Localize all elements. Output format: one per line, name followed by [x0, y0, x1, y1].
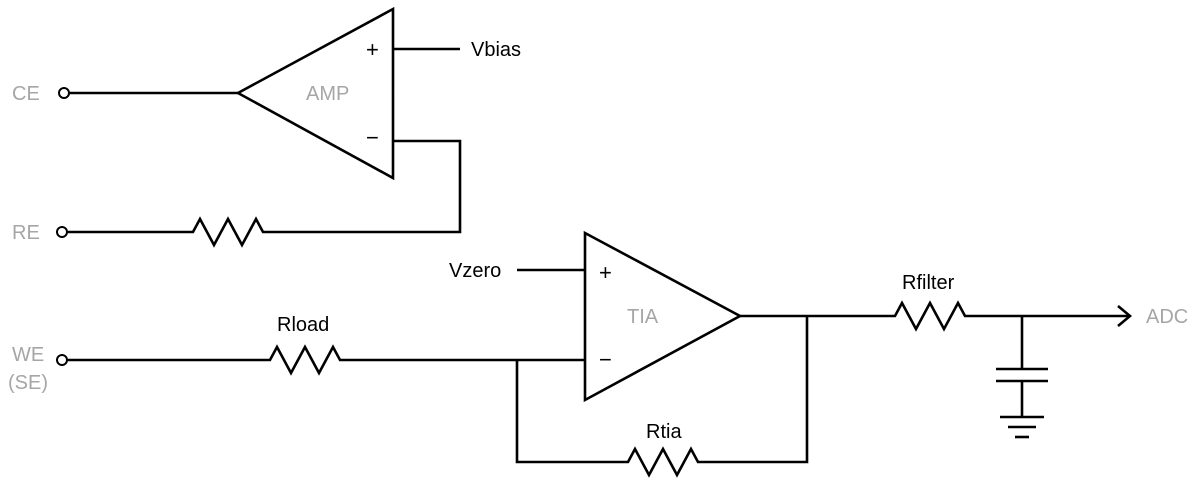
we-terminal-group: WE (SE) Rload [8, 314, 585, 394]
rfilter-label: Rfilter [902, 272, 955, 294]
amp-opamp [235, 6, 395, 181]
adc-label: ADC [1146, 306, 1188, 328]
rfilter-resistor-icon [880, 300, 982, 332]
tia-opamp [583, 230, 743, 403]
re-label: RE [12, 222, 40, 244]
rtia-resistor-icon [613, 446, 715, 478]
we-terminal-icon[interactable] [56, 354, 68, 366]
rload-resistor-icon [256, 344, 357, 376]
se-label: (SE) [8, 372, 48, 394]
ground-icon [1000, 415, 1044, 439]
ce-terminal-icon[interactable] [58, 87, 70, 99]
amp-minus-sign: − [366, 125, 379, 150]
ce-terminal-group: CE [12, 83, 238, 105]
vbias-label: Vbias [471, 39, 521, 61]
re-terminal-group: RE [12, 139, 462, 248]
capacitor-icon [996, 367, 1048, 383]
we-label: WE [12, 344, 44, 366]
tia-label: TIA [627, 306, 659, 328]
tia-minus-sign: − [599, 347, 612, 372]
vzero-label: Vzero [449, 260, 501, 282]
re-resistor-icon [178, 216, 280, 248]
output-group: Rfilter ADC [740, 272, 1188, 439]
re-terminal-icon[interactable] [56, 226, 68, 238]
rtia-feedback-wire [515, 316, 809, 464]
rload-label: Rload [277, 314, 329, 336]
adc-arrow-icon [1117, 305, 1133, 327]
amp-label: AMP [306, 83, 349, 105]
tia-block: TIA + − Vzero [449, 230, 743, 403]
amp-block: AMP + − Vbias [235, 6, 521, 181]
rtia-label: Rtia [646, 421, 682, 443]
re-feedback-wire [67, 139, 462, 234]
ce-label: CE [12, 83, 40, 105]
amp-plus-sign: + [366, 37, 379, 62]
tia-plus-sign: + [599, 260, 612, 285]
rtia-feedback-group: Rtia [515, 316, 809, 478]
